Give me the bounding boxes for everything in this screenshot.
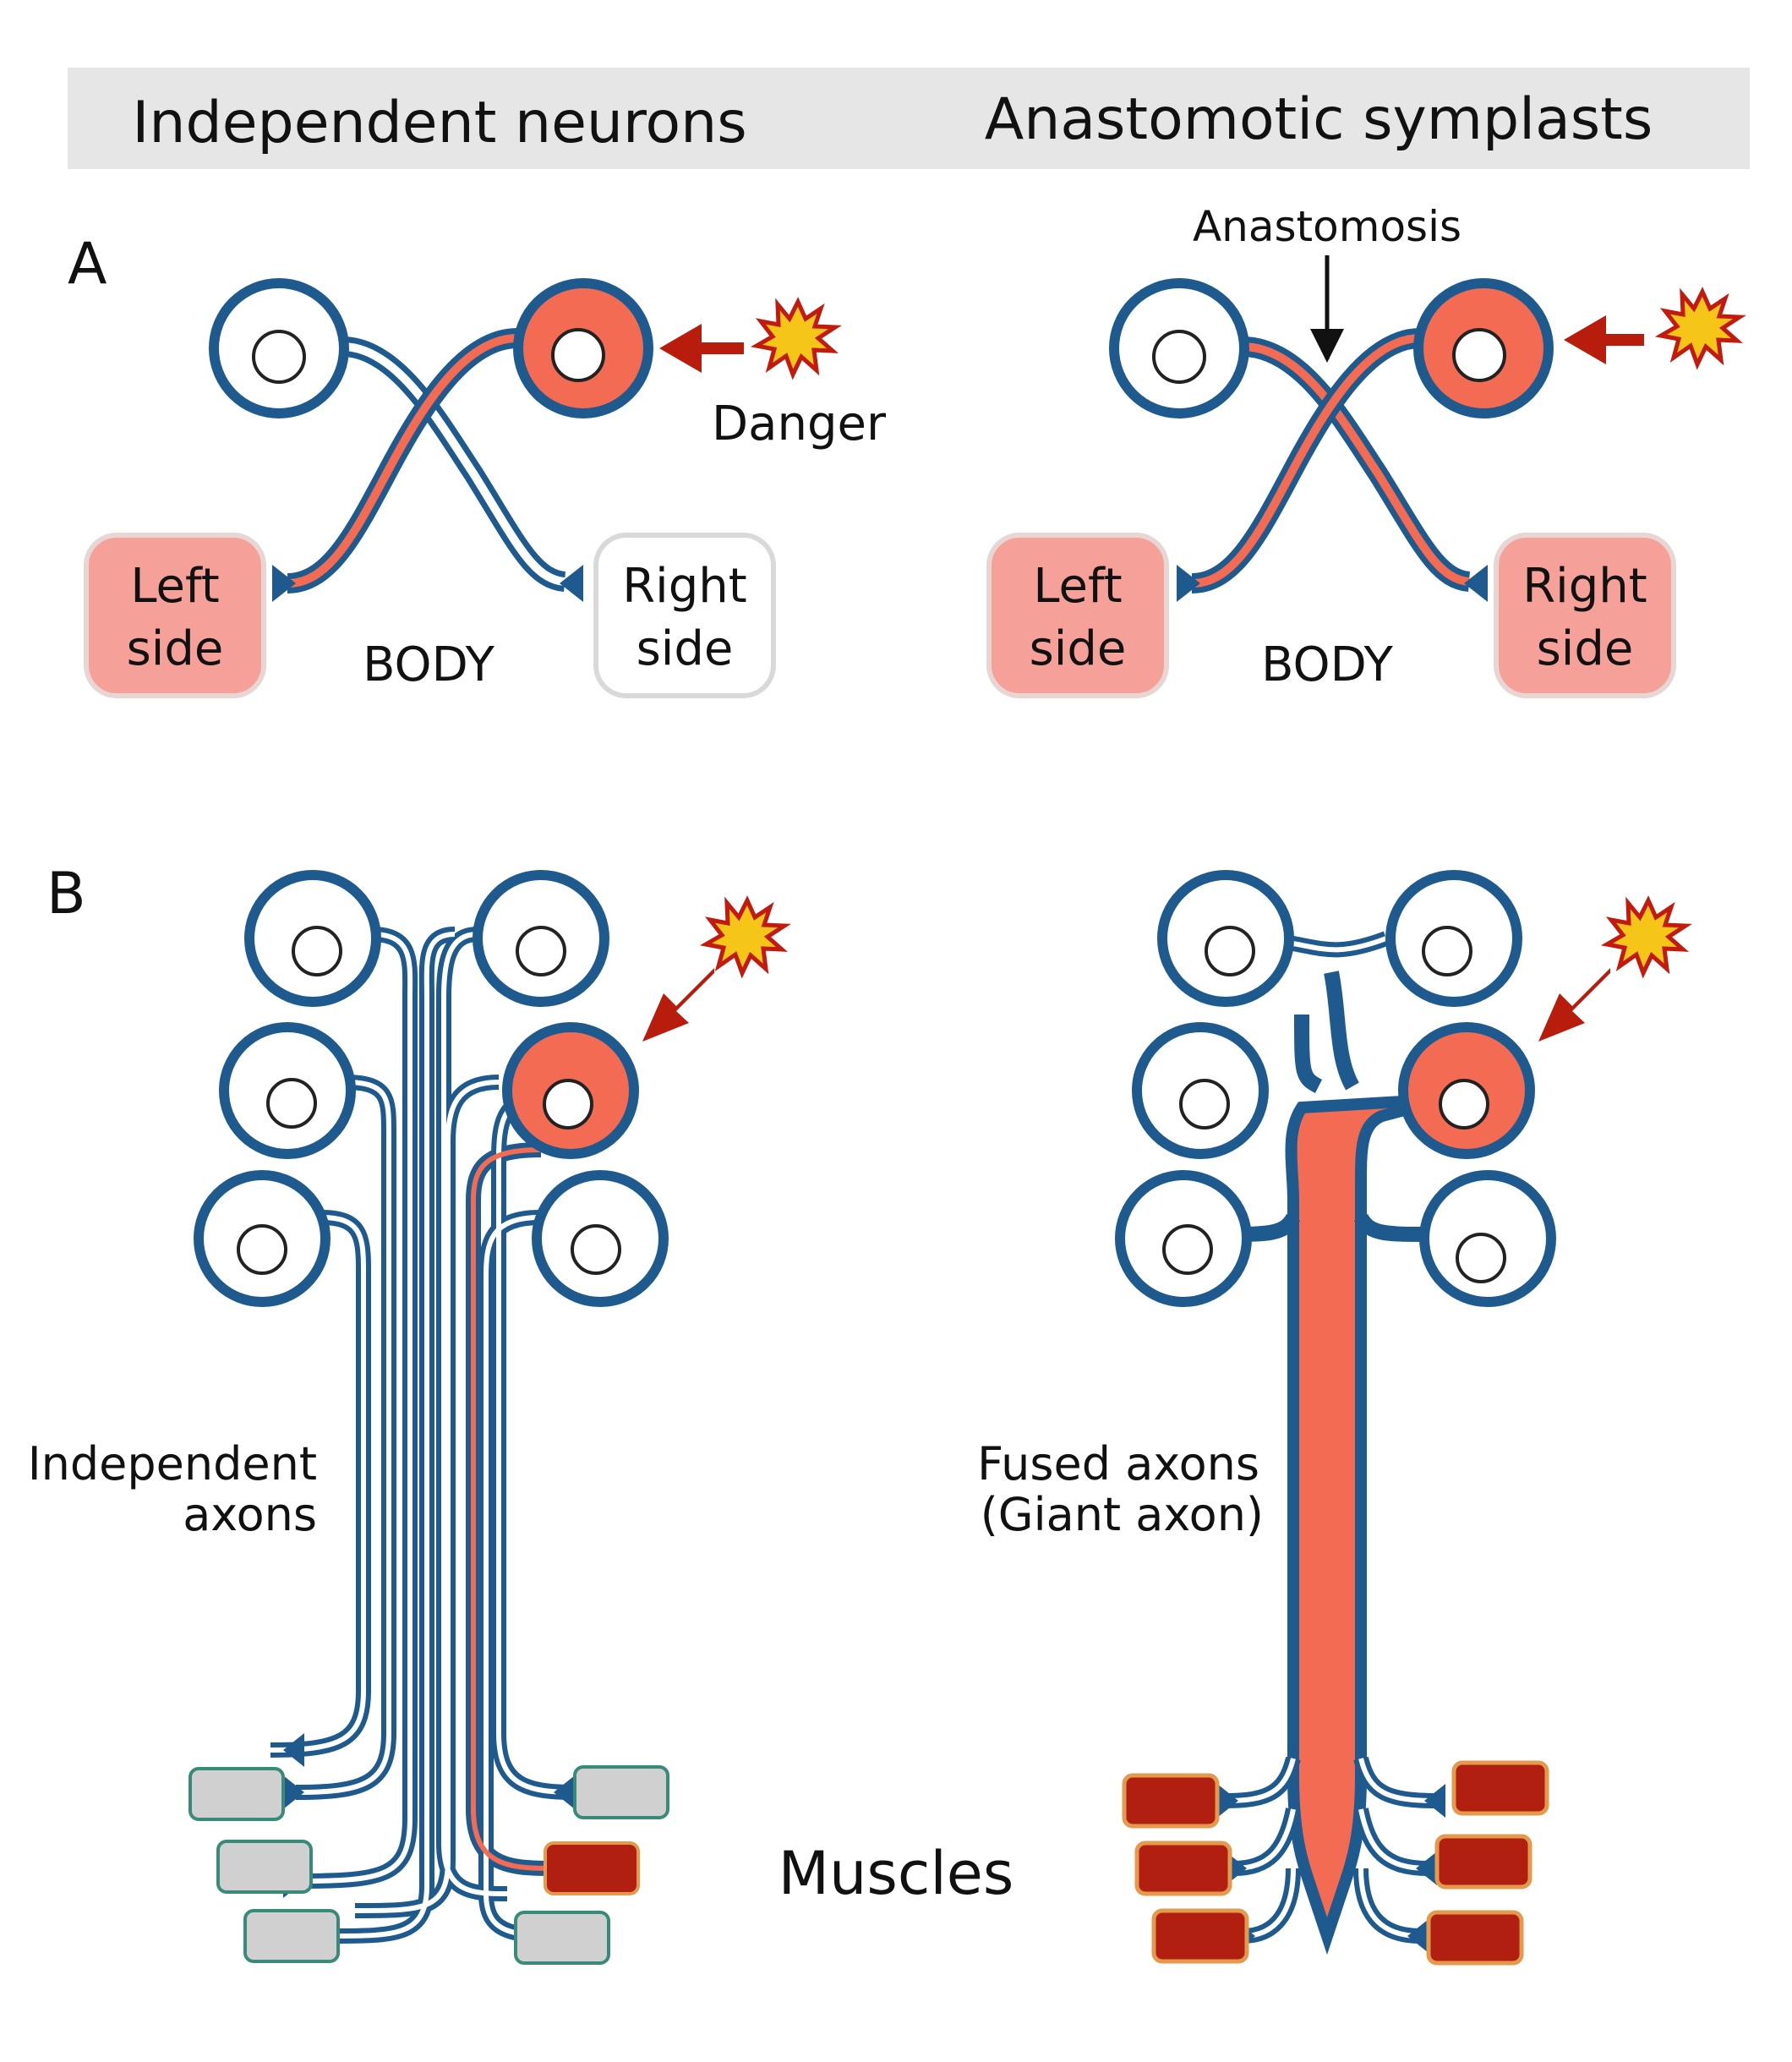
nucleus-b1-l2 xyxy=(266,1078,317,1129)
synapse-a2-left xyxy=(1177,565,1200,602)
danger-arrow-a1 xyxy=(659,324,744,373)
danger-burst-icon-b1 xyxy=(699,895,791,979)
muscle-left-inactive-1 xyxy=(188,1767,285,1821)
nucleus-b2-r3 xyxy=(1456,1233,1506,1283)
right-side-label-a2-line2: side xyxy=(1537,621,1634,676)
muscle-right-active xyxy=(544,1841,640,1895)
danger-arrow-b2 xyxy=(1538,968,1610,1042)
body-label-a1: BODY xyxy=(363,637,495,692)
header-right-title: Anastomotic symplasts xyxy=(985,86,1653,153)
header-left-title: Independent neurons xyxy=(132,90,746,156)
danger-burst-icon-b2 xyxy=(1600,895,1692,979)
synapse-a1-right xyxy=(560,565,583,602)
header-band xyxy=(68,68,1750,169)
left-side-label-a2-line1: Left xyxy=(1033,559,1122,614)
nucleus-b1-activated xyxy=(543,1079,593,1129)
nucleus-b2-r1 xyxy=(1422,926,1472,976)
danger-arrow-b1 xyxy=(642,968,714,1042)
nucleus-b2-l1 xyxy=(1205,926,1255,976)
nucleus-b2-l3 xyxy=(1162,1224,1213,1275)
nucleus-a1-left xyxy=(252,330,306,384)
muscle-left-inactive-3 xyxy=(243,1909,340,1963)
muscle-fused-left-1 xyxy=(1122,1773,1220,1829)
right-side-label-a1-line2: side xyxy=(636,621,734,676)
nucleus-b2-activated xyxy=(1439,1079,1489,1129)
panel-a-label: A xyxy=(68,231,107,298)
fused-axons-label-line1: Fused axons xyxy=(977,1437,1259,1490)
right-side-label-a2-line1: Right xyxy=(1522,559,1647,614)
nucleus-b1-l3 xyxy=(237,1224,287,1275)
nucleus-b2-l2 xyxy=(1179,1079,1230,1129)
muscle-fused-left-2 xyxy=(1134,1840,1232,1896)
panel-b-label: B xyxy=(46,861,86,927)
muscle-fused-right-1 xyxy=(1451,1760,1549,1816)
nucleus-a2-left xyxy=(1152,330,1206,384)
right-side-target-a1 xyxy=(593,533,776,698)
muscles-label: Muscles xyxy=(779,1839,1014,1908)
fused-axons-label-line2: (Giant axon) xyxy=(981,1488,1264,1541)
anastomosis-label: Anastomosis xyxy=(1193,202,1461,251)
muscle-right-inactive-2 xyxy=(514,1911,610,1965)
right-side-label-a1-line1: Right xyxy=(622,559,746,614)
danger-label: Danger xyxy=(712,397,887,451)
nucleus-b1-l1 xyxy=(292,926,342,976)
nucleus-b1-r1 xyxy=(516,926,566,976)
synapse-a2-right xyxy=(1464,565,1488,602)
muscle-fused-right-3 xyxy=(1426,1910,1524,1966)
body-label-a2: BODY xyxy=(1261,637,1394,692)
muscle-left-inactive-2 xyxy=(216,1840,313,1894)
left-side-label-a1-line1: Left xyxy=(130,559,219,614)
nucleus-a2-activated xyxy=(1452,328,1506,382)
muscle-right-inactive-1 xyxy=(573,1765,669,1819)
muscle-fused-right-2 xyxy=(1434,1834,1532,1890)
left-side-label-a2-line2: side xyxy=(1030,621,1127,676)
left-side-target-a2 xyxy=(986,533,1169,698)
nucleus-a1-activated xyxy=(551,328,605,382)
giant-axon xyxy=(1285,1093,1447,1955)
nucleus-b1-r3 xyxy=(571,1224,621,1275)
left-side-target-a1 xyxy=(84,533,266,698)
right-side-target-a2 xyxy=(1494,533,1676,698)
muscle-fused-left-3 xyxy=(1151,1908,1249,1964)
danger-arrow-a2 xyxy=(1564,315,1644,364)
independent-axons-label-line1: Independent xyxy=(28,1437,317,1490)
synapse-a1-left xyxy=(272,565,296,602)
danger-burst-icon-a1 xyxy=(750,297,842,380)
danger-burst-icon-a2 xyxy=(1654,287,1746,370)
independent-axons-label-line2: axons xyxy=(183,1488,317,1541)
left-side-label-a1-line2: side xyxy=(127,621,224,676)
